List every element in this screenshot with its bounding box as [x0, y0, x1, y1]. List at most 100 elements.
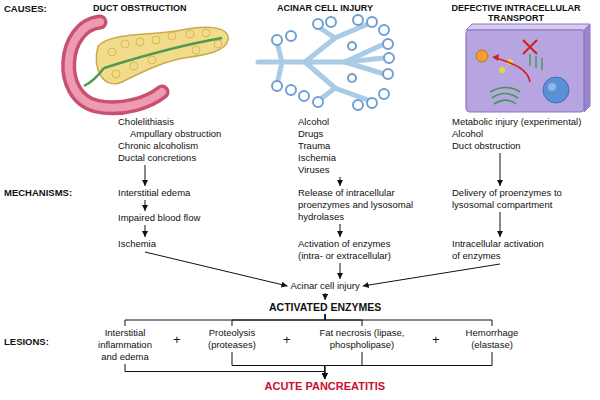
- endoplasmic-reticulum: [490, 88, 520, 105]
- acinus: [286, 85, 296, 95]
- acinus: [367, 98, 377, 108]
- acinus: [272, 35, 282, 45]
- node-text: Activation of enzymes (intra- or extrace…: [298, 238, 413, 262]
- acinus: [353, 100, 363, 110]
- flow-arrow: [363, 264, 500, 286]
- flow-arrow: [145, 165, 146, 186]
- lobule: [112, 70, 120, 78]
- acinus: [383, 39, 393, 49]
- acinus: [348, 74, 356, 82]
- flow-arrow: [340, 263, 341, 279]
- er-fold: [492, 94, 518, 99]
- flow-arrow: [125, 364, 325, 379]
- acinus: [313, 19, 323, 29]
- zymogen-granule: [499, 67, 505, 73]
- node-text: Ischemia: [118, 238, 243, 250]
- acinus: [272, 81, 282, 91]
- plus-sign: +: [173, 333, 181, 346]
- mechanism-step: Interstitial edema: [118, 187, 243, 199]
- duct-branch: [322, 88, 335, 98]
- lysosome: [476, 50, 488, 62]
- ampulla: [84, 68, 104, 86]
- node-text: Duct obstruction: [452, 140, 594, 152]
- lobule: [202, 29, 210, 37]
- acinus: [384, 53, 394, 63]
- duct-branch: [278, 62, 282, 80]
- node-text: Cholelithiasis: [118, 116, 243, 128]
- node-text: Metabolic injury (experimental): [452, 116, 594, 128]
- node-text: Ampullary obstruction: [130, 128, 243, 140]
- mechanism-step: Impaired blood flow: [118, 212, 243, 224]
- node-text: Alcohol: [452, 128, 594, 140]
- cause-list: Metabolic injury (experimental)AlcoholDu…: [452, 116, 594, 152]
- node-text: Interstitial edema: [118, 187, 243, 199]
- lobule: [186, 30, 194, 38]
- golgi-stack: [535, 56, 536, 68]
- pancreas: [96, 27, 228, 84]
- acinar-cell: [466, 30, 584, 112]
- acinus: [379, 89, 389, 99]
- pancreatic-duct: [104, 38, 222, 68]
- flow-arrow: [500, 212, 501, 237]
- lobule: [192, 46, 200, 54]
- lobule: [214, 40, 222, 48]
- flow-arrow: [500, 153, 501, 186]
- flow-arrow: [145, 225, 146, 237]
- duct-branch: [345, 62, 384, 74]
- node-text: Ductal concretions: [118, 152, 243, 164]
- acini: [272, 15, 394, 110]
- pancreas-lobules: [108, 29, 222, 78]
- er-fold: [494, 100, 516, 104]
- node-text: Interstitial inflammation and edema: [91, 327, 159, 363]
- node-text: Delivery of proenzymes to lysosomal comp…: [452, 187, 577, 211]
- transport-arrow: [496, 58, 530, 82]
- lobule: [108, 48, 116, 56]
- acinus: [367, 17, 377, 27]
- lobule: [130, 62, 138, 70]
- column-heading: DUCT OBSTRUCTION: [93, 3, 187, 13]
- node-text: Intracellular activation of enzymes: [452, 238, 550, 262]
- flow-arrow: [340, 177, 341, 186]
- lobule: [121, 40, 129, 48]
- node-text: Ischemia: [298, 152, 423, 164]
- cell-top-face: [466, 24, 590, 30]
- node-text: ACTIVATED ENZYMES: [269, 301, 381, 313]
- lesion-node: Hemorrhage (elastase): [456, 327, 528, 351]
- transport-arrowhead: [492, 54, 499, 61]
- node-text: Acinar cell injury: [291, 280, 360, 292]
- nucleus: [543, 77, 569, 103]
- flow-arrow: [145, 252, 288, 286]
- node-text: Drugs: [298, 128, 423, 140]
- acinus: [383, 69, 393, 79]
- lobule: [136, 38, 144, 46]
- mechanism-step: Ischemia: [118, 238, 243, 250]
- node-text: Proteolysis (proteases): [196, 327, 268, 351]
- row-label: CAUSES:: [4, 3, 47, 14]
- lobule: [152, 36, 160, 44]
- flow-arrow: [125, 314, 325, 326]
- node-text: ACUTE PANCREATITIS: [265, 380, 386, 393]
- node-text: Fat necrosis (lipase, phospholipase): [307, 327, 417, 351]
- flow-arrow: [325, 314, 492, 326]
- lesion-node: Fat necrosis (lipase, phospholipase): [307, 327, 417, 351]
- outcome-node: ACUTE PANCREATITIS: [265, 380, 386, 393]
- duct-branch: [320, 28, 335, 38]
- lesion-node: Proteolysis (proteases): [196, 327, 268, 351]
- plus-sign: +: [432, 333, 440, 346]
- acinus: [299, 91, 309, 101]
- mechanism-step: Intracellular activation of enzymes: [452, 238, 550, 262]
- acinus: [286, 31, 296, 41]
- lobule: [148, 56, 156, 64]
- injury-node: Acinar cell injury: [291, 280, 360, 292]
- acinus: [379, 25, 389, 35]
- duct-tree: [258, 24, 384, 100]
- flow-arrow: [325, 293, 326, 300]
- node-text: Release of intracellular proenzymes and …: [298, 187, 423, 223]
- er-fold: [490, 88, 520, 93]
- node-text: Hemorrhage (elastase): [456, 327, 528, 351]
- column-heading: ACINAR CELL INJURY: [277, 3, 373, 13]
- cell-side-face: [584, 24, 590, 112]
- column-heading: DEFECTIVE INTRACELLULAR TRANSPORT: [436, 3, 596, 23]
